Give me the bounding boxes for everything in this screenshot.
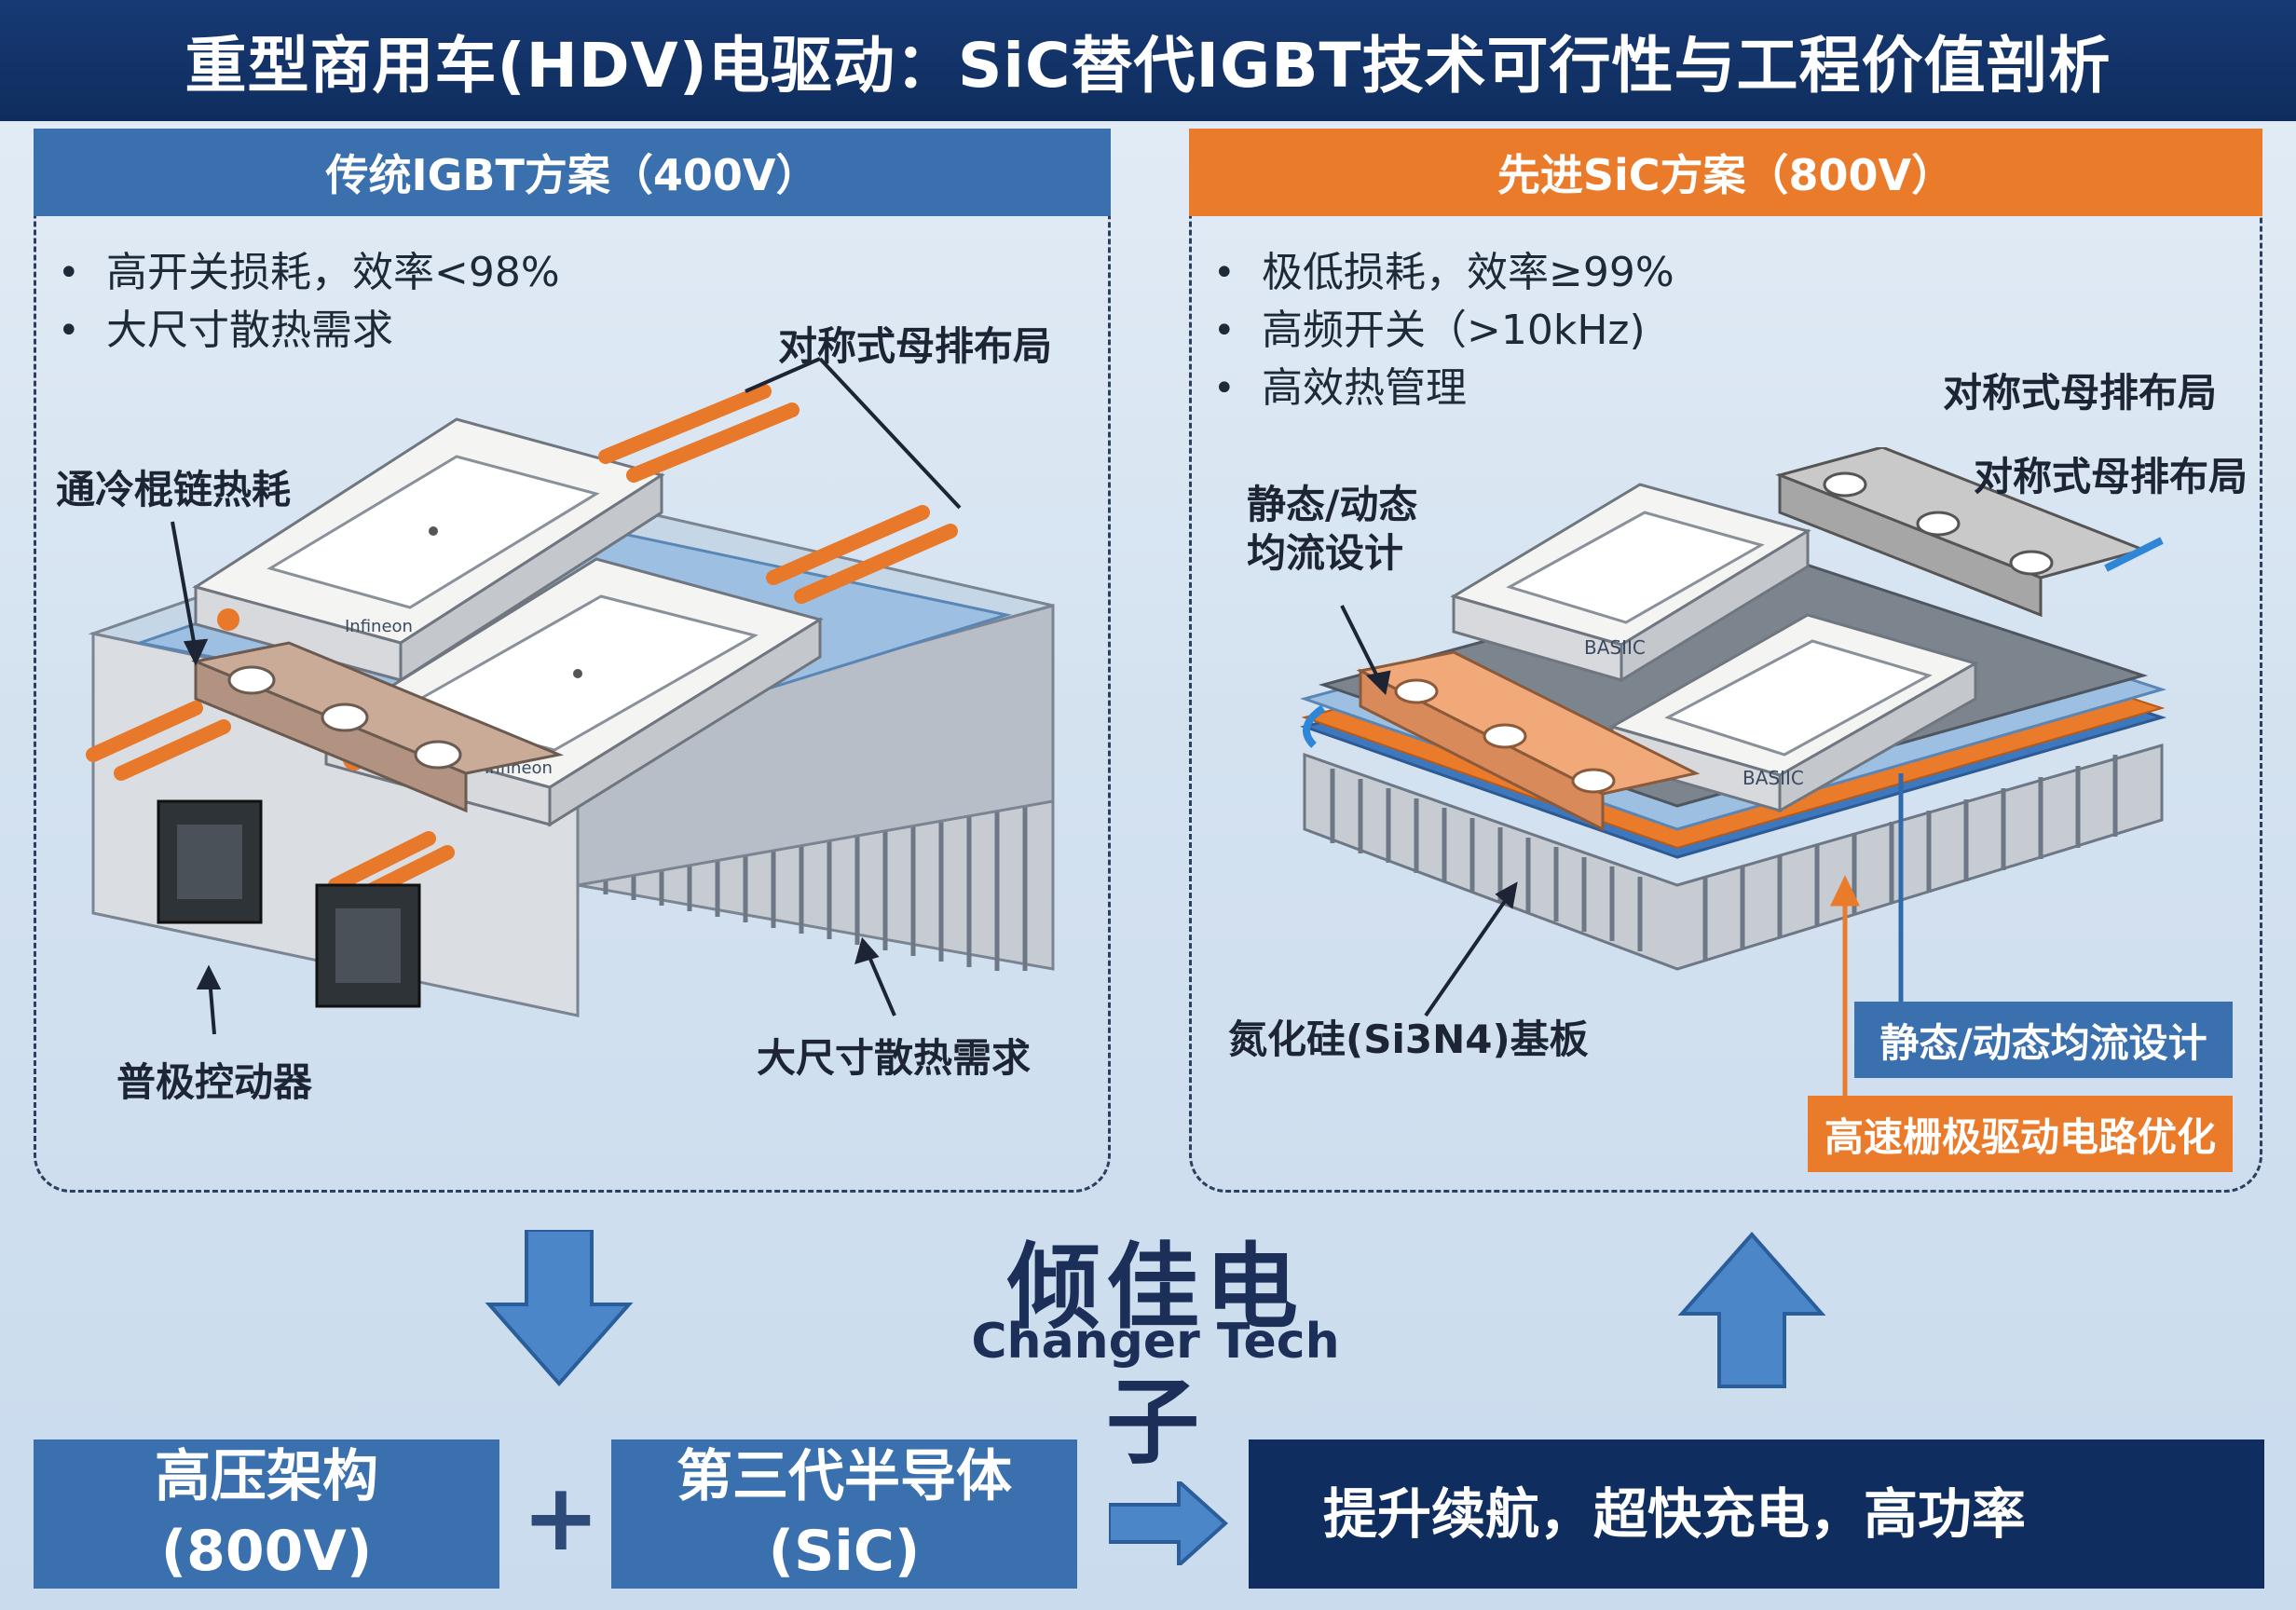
- cooling-callout: 通冷棍链热耗: [56, 467, 292, 512]
- sic-module: BASIIC: [1450, 483, 1811, 683]
- substrate-callout: 氮化硅(Si3N4)基板: [1228, 1016, 1589, 1062]
- high-voltage-box: 高压架构 (800V): [34, 1439, 499, 1589]
- igbt-callout-lines: [171, 357, 962, 1035]
- coolant-flow-arrows: [1303, 537, 2164, 748]
- module-brand-label: BASIIC: [1584, 636, 1646, 659]
- right-arrow: [1109, 1481, 1228, 1565]
- bullet-item: •大尺寸散热需求: [58, 307, 393, 354]
- plus-sign: +: [522, 1463, 600, 1572]
- down-arrow: [485, 1230, 634, 1387]
- brand-name-cn: 倾佳电子: [1007, 1233, 1304, 1477]
- high-voltage-line2: (800V): [160, 1519, 373, 1584]
- igbt-panel-header: 传统IGBT方案（400V）: [34, 129, 1111, 216]
- current-sharing-box: 静态/动态均流设计: [1854, 1002, 2233, 1078]
- heatsink-callout: 大尺寸散热需求: [757, 1035, 1032, 1081]
- igbt-bullet-list: •高开关损耗，效率<98% •大尺寸散热需求: [58, 244, 560, 360]
- brand-name-en: Changer Tech: [971, 1314, 1340, 1370]
- page-title: 重型商用车(HDV)电驱动：SiC替代IGBT技术可行性与工程价值剖析: [0, 0, 2296, 121]
- result-text: 提升续航，超快充电，高功率: [1323, 1482, 2027, 1546]
- third-gen-line2: (SiC): [768, 1519, 921, 1584]
- busbar-callout: 对称式母排布局: [778, 323, 1053, 369]
- up-arrow: [1677, 1231, 1826, 1388]
- bullet-item: •极低损耗，效率≥99%: [1213, 249, 1674, 296]
- copper-busbar: [190, 641, 565, 813]
- busbar-callout-top: 对称式母排布局: [1943, 370, 2218, 416]
- gate-driver-box: 高速栅极驱动电路优化: [1808, 1096, 2233, 1172]
- controller-callout: 普极控动器: [116, 1059, 313, 1105]
- third-gen-semi-box: 第三代半导体 (SiC): [611, 1439, 1077, 1589]
- module-brand-label: BASIIC: [1742, 767, 1804, 789]
- sic-inverter-illustration: BASIIC BASIIC: [1299, 447, 2167, 971]
- current-sharing-callout: 静态/动态 均流设计: [1247, 482, 1418, 576]
- igbt-module: Infineon: [192, 417, 665, 683]
- igbt-inverter-illustration: Infineon Infineon: [86, 384, 1055, 1017]
- result-box: 提升续航，超快充电，高功率: [1249, 1439, 2264, 1589]
- heatsink-fins: [1303, 744, 2164, 971]
- bullet-item: •高效热管理: [1213, 364, 1467, 412]
- bullet-item: •高频开关（>10kHz): [1213, 307, 1646, 354]
- bullet-item: •高开关损耗，效率<98%: [58, 249, 560, 296]
- high-voltage-line1: 高压架构: [155, 1444, 378, 1509]
- aluminum-busbar: [1775, 447, 2148, 618]
- third-gen-line1: 第三代半导体: [676, 1444, 1012, 1509]
- connector: [157, 799, 421, 1008]
- sic-panel-header: 先进SiC方案（800V）: [1189, 129, 2262, 216]
- sic-bullet-list: •极低损耗，效率≥99% •高频开关（>10kHz) •高效热管理: [1213, 244, 1674, 417]
- busbar-callout-right: 对称式母排布局: [1974, 454, 2248, 499]
- copper-busbar: [1356, 650, 1701, 832]
- module-brand-label: Infineon: [345, 617, 413, 636]
